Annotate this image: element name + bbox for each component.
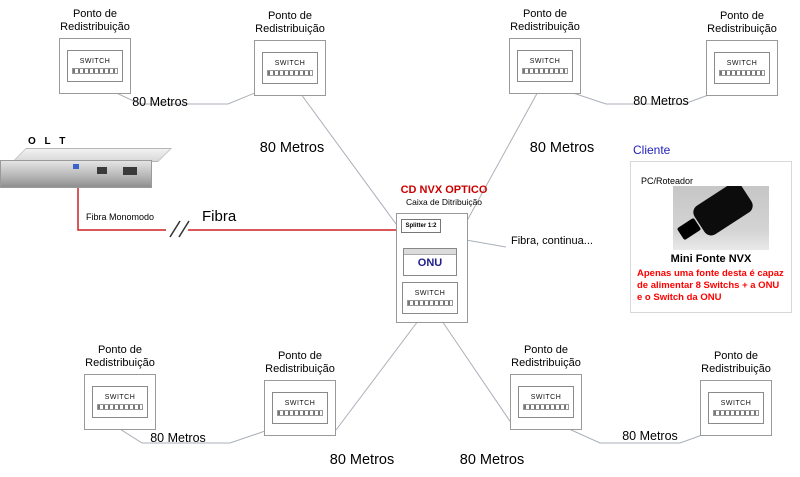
switch-ports [267, 69, 313, 76]
cd-subtitle: Caixa de Ditribuição [405, 197, 483, 207]
switch-device: SWITCH [517, 49, 573, 82]
power-note-line: e o Switch da ONU [637, 292, 722, 303]
pc-roteador-label: PC/Roteador [641, 176, 694, 186]
link-top-mid-right [462, 87, 541, 229]
cliente-box: PC/Roteador Mini Fonte NVX Apenas uma fo… [630, 161, 792, 313]
olt-front-face [0, 160, 152, 188]
distribution-box: Splitter 1:2 ONU SWITCH [396, 213, 468, 323]
switch-ports [522, 67, 568, 74]
redistribution-point: Ponto de Redistribuição SWITCH [250, 350, 350, 436]
switch-device: SWITCH [518, 385, 574, 418]
splitter: Splitter 1:2 [401, 219, 441, 233]
redistribution-point-box: SWITCH [59, 37, 131, 94]
olt-port [123, 167, 137, 175]
redistribution-point: Ponto de Redistribuição SWITCH [495, 8, 595, 94]
switch-device: SWITCH [272, 391, 328, 424]
cliente-title: Cliente [633, 143, 671, 157]
link-top-mid-left [297, 89, 400, 229]
switch-ports [97, 403, 143, 410]
redistribution-point-box: SWITCH [84, 373, 156, 430]
distance-label: 80 Metros [622, 429, 678, 443]
fiber-break-slash [169, 220, 181, 238]
olt-fiber-port [73, 164, 79, 169]
olt-port [97, 167, 107, 174]
fiber-continues-label: Fibra, continua... [511, 235, 593, 247]
redistribution-point: Ponto de Redistribuição SWITCH [70, 344, 170, 430]
fiber-continuation-line [465, 239, 507, 248]
distance-label: 80 Metros [633, 94, 689, 108]
fiber-monomode-label: Fibra Monomodo [86, 212, 155, 222]
switch-label: SWITCH [720, 399, 752, 407]
distance-label: 80 Metros [529, 140, 595, 156]
switch-ports [523, 403, 569, 410]
switch-device: SWITCH [67, 49, 123, 82]
switch-ports [407, 300, 453, 306]
redistribution-point-box: SWITCH [254, 39, 326, 96]
adapter-body [690, 186, 756, 239]
redistribution-point: Ponto de Redistribuição SWITCH [45, 8, 145, 94]
switch-device: SWITCH [92, 385, 148, 418]
redistribution-point-label: Ponto de Redistribuição [510, 8, 580, 33]
switch-label: SWITCH [79, 57, 111, 65]
redistribution-point-box: SWITCH [509, 37, 581, 94]
switch-label: SWITCH [414, 290, 446, 297]
onu-top-strip [404, 249, 456, 255]
onu-label: ONU [417, 257, 443, 269]
redistribution-point-box: SWITCH [510, 373, 582, 430]
switch-label: SWITCH [529, 57, 561, 65]
distance-label: 80 Metros [132, 95, 188, 109]
switch-device: SWITCH [708, 391, 764, 424]
switch-device: SWITCH [262, 51, 318, 84]
redistribution-point-box: SWITCH [706, 39, 778, 96]
distance-label: 80 Metros [329, 452, 395, 468]
fiber-line [77, 188, 396, 231]
switch-ports [72, 67, 118, 74]
fiber-break-gap [166, 221, 188, 239]
distance-label: 80 Metros [150, 431, 206, 445]
redistribution-point-label: Ponto de Redistribuição [85, 344, 155, 369]
switch-label: SWITCH [530, 393, 562, 401]
switch-label: SWITCH [726, 59, 758, 67]
switch-device: SWITCH [714, 51, 770, 84]
redistribution-point-box: SWITCH [700, 379, 772, 436]
power-adapter-photo [673, 186, 769, 250]
redistribution-point: Ponto de Redistribuição SWITCH [686, 350, 786, 436]
fiber-label: Fibra [202, 208, 237, 225]
redistribution-point-label: Ponto de Redistribuição [255, 10, 325, 35]
power-note: Apenas uma fonte desta é capaz de alimen… [637, 268, 787, 304]
redistribution-point: Ponto de Redistribuição SWITCH [240, 10, 340, 96]
olt-label: O L T [28, 136, 69, 147]
redistribution-point: Ponto de Redistribuição SWITCH [692, 10, 792, 96]
power-note-line: de alimentar 8 Switchs + a ONU [637, 280, 780, 291]
redistribution-point-label: Ponto de Redistribuição [60, 8, 130, 33]
power-note-line: Apenas uma fonte desta é capaz [637, 268, 784, 279]
distance-label: 80 Metros [459, 452, 525, 468]
switch-ports [713, 409, 759, 416]
switch-label: SWITCH [284, 399, 316, 407]
distance-label: 80 Metros [259, 140, 325, 156]
onu-device: ONU [403, 248, 457, 276]
redistribution-point-label: Ponto de Redistribuição [265, 350, 335, 375]
redistribution-point: Ponto de Redistribuição SWITCH [496, 344, 596, 430]
cd-title: CD NVX OPTICO [400, 184, 488, 196]
switch-label: SWITCH [104, 393, 136, 401]
redistribution-point-label: Ponto de Redistribuição [701, 350, 771, 375]
switch-ports [719, 69, 765, 76]
redistribution-point-label: Ponto de Redistribuição [707, 10, 777, 35]
switch-device: SWITCH [402, 282, 458, 314]
redistribution-point-label: Ponto de Redistribuição [511, 344, 581, 369]
fiber-break-slash [178, 220, 190, 238]
switch-label: SWITCH [274, 59, 306, 67]
redistribution-point-box: SWITCH [264, 379, 336, 436]
olt-device [0, 148, 172, 192]
switch-ports [277, 409, 323, 416]
product-name: Mini Fonte NVX [670, 253, 752, 265]
